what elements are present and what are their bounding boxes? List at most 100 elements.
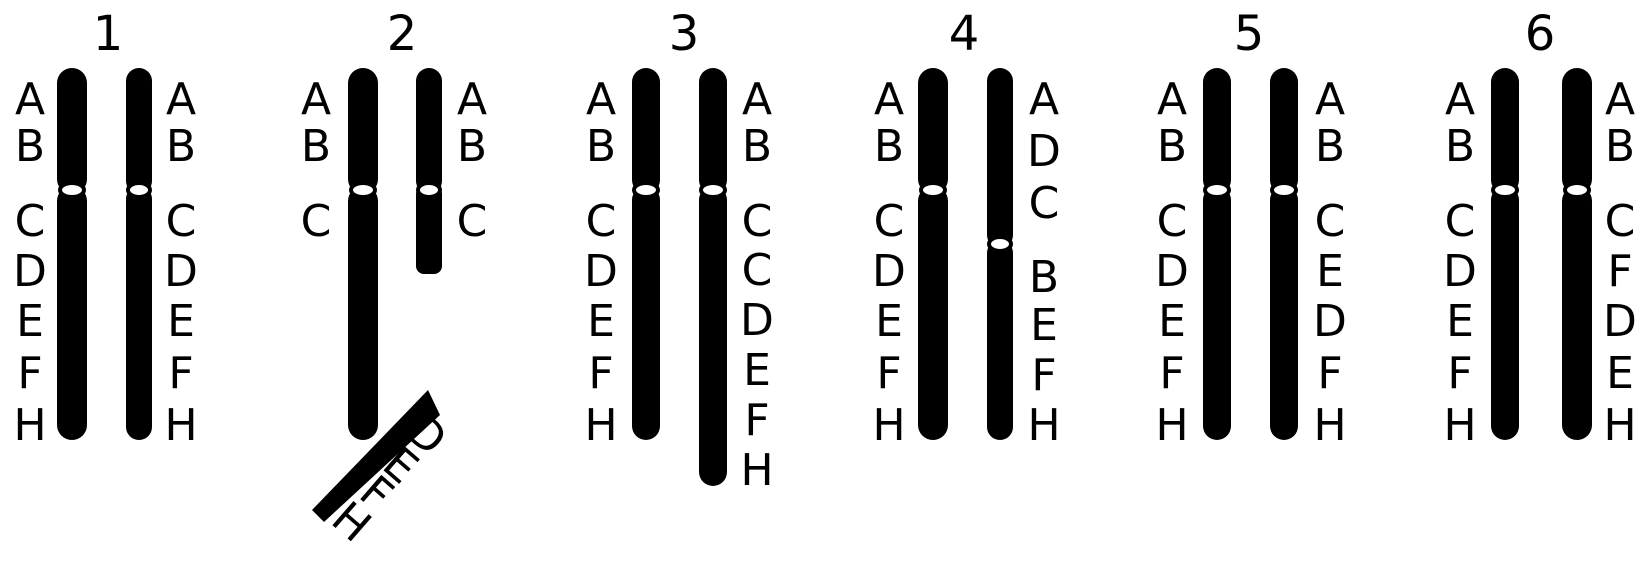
gene-label: E [587,296,615,347]
left-chromosome [348,68,378,440]
centromere [1563,181,1591,199]
q-arm [126,186,152,440]
gene-label: B [742,121,772,172]
gene-label: F [1317,348,1342,399]
gene-label: B [457,121,487,172]
p-arm [1562,68,1592,194]
p-arm [416,68,442,194]
q-arm [1270,186,1298,440]
gene-label: D [584,246,618,297]
gene-label: A [586,74,616,125]
gene-label: F [744,395,769,446]
gene-label: F [17,348,42,399]
centromere [987,235,1013,253]
right-chromosome-duplication [699,68,727,486]
gene-label: F [1607,246,1632,297]
gene-label: D [1603,296,1637,347]
gene-label: A [1605,74,1635,125]
right-chromosome-deleted [416,68,442,274]
gene-label: H [740,445,773,496]
panel-3: 3 A B C D E F H A B C C D E F H [584,6,774,496]
centromere [1203,181,1231,199]
q-arm [1491,186,1519,440]
panel-number: 3 [669,6,700,62]
fragment-body [312,390,440,522]
right-chromosome [126,68,152,440]
right-labels: A D C B E F H [1027,74,1061,451]
gene-label: E [1446,296,1474,347]
gene-label: E [875,296,903,347]
gene-label: H [1313,400,1346,451]
gene-label: A [457,74,487,125]
gene-label: E [167,296,195,347]
gene-label: H [584,400,617,451]
p-arm [632,68,660,194]
gene-label: F [1447,348,1472,399]
gene-label: E [16,296,44,347]
right-chromosome [1562,68,1592,440]
gene-label: B [1605,121,1635,172]
right-labels: A B C E D F H [1313,74,1347,451]
q-arm [348,186,378,440]
q-arm [1562,186,1592,440]
q-arm [918,186,948,440]
centromere [58,181,86,199]
centromere [699,181,727,199]
panel-number: 5 [1234,6,1265,62]
left-chromosome [1203,68,1231,440]
gene-label: B [1315,121,1345,172]
gene-label: F [876,348,901,399]
panel-6: 6 A B C D E F H A B C F D E H [1443,6,1637,451]
deleted-fragment: D E F H [312,390,456,552]
gene-label: B [15,121,45,172]
right-labels: A B C D E F H [164,74,198,451]
gene-label: E [1606,348,1634,399]
gene-label: F [168,348,193,399]
gene-label: H [1027,400,1060,451]
gene-label: D [872,246,906,297]
p-arm [57,68,87,194]
left-labels: A B C D E F H [13,74,47,451]
panel-1: 1 A B C D E F H A B C D E F H [13,6,198,451]
centromere [1270,181,1298,199]
panel-5: 5 A B C D E F H A B C E D F H [1155,6,1347,451]
panel-number: 1 [93,6,124,62]
p-arm [1203,68,1231,194]
left-labels: A B C D E F H [872,74,906,451]
q-arm-truncated [416,186,442,274]
gene-label: A [15,74,45,125]
gene-label: A [1157,74,1187,125]
gene-label: F [588,348,613,399]
panel-number: 4 [949,6,980,62]
right-chromosome [1270,68,1298,440]
centromere [1491,181,1519,199]
gene-label: A [1029,74,1059,125]
q-arm-extended [699,186,727,486]
gene-label: B [1445,121,1475,172]
left-chromosome [1491,68,1519,440]
centromere [126,181,152,199]
gene-label: C [1605,196,1636,247]
gene-label: A [1445,74,1475,125]
gene-label: C [874,196,905,247]
gene-label: D [1027,126,1061,177]
p-arm [1270,68,1298,194]
q-arm [632,186,660,440]
q-arm [1203,186,1231,440]
panel-2: 2 A B C A B C D E F H [301,6,488,552]
gene-label: C [742,196,773,247]
fragment-labels: D E F H [322,405,456,552]
gene-label: A [166,74,196,125]
gene-label: D [164,246,198,297]
gene-label: C [742,245,773,296]
gene-label: C [301,196,332,247]
gene-label: B [874,121,904,172]
q-arm [57,186,87,440]
centromere [632,181,660,199]
gene-label: H [872,400,905,451]
centromere [416,181,442,199]
gene-label: B [586,121,616,172]
q-arm [987,240,1013,440]
